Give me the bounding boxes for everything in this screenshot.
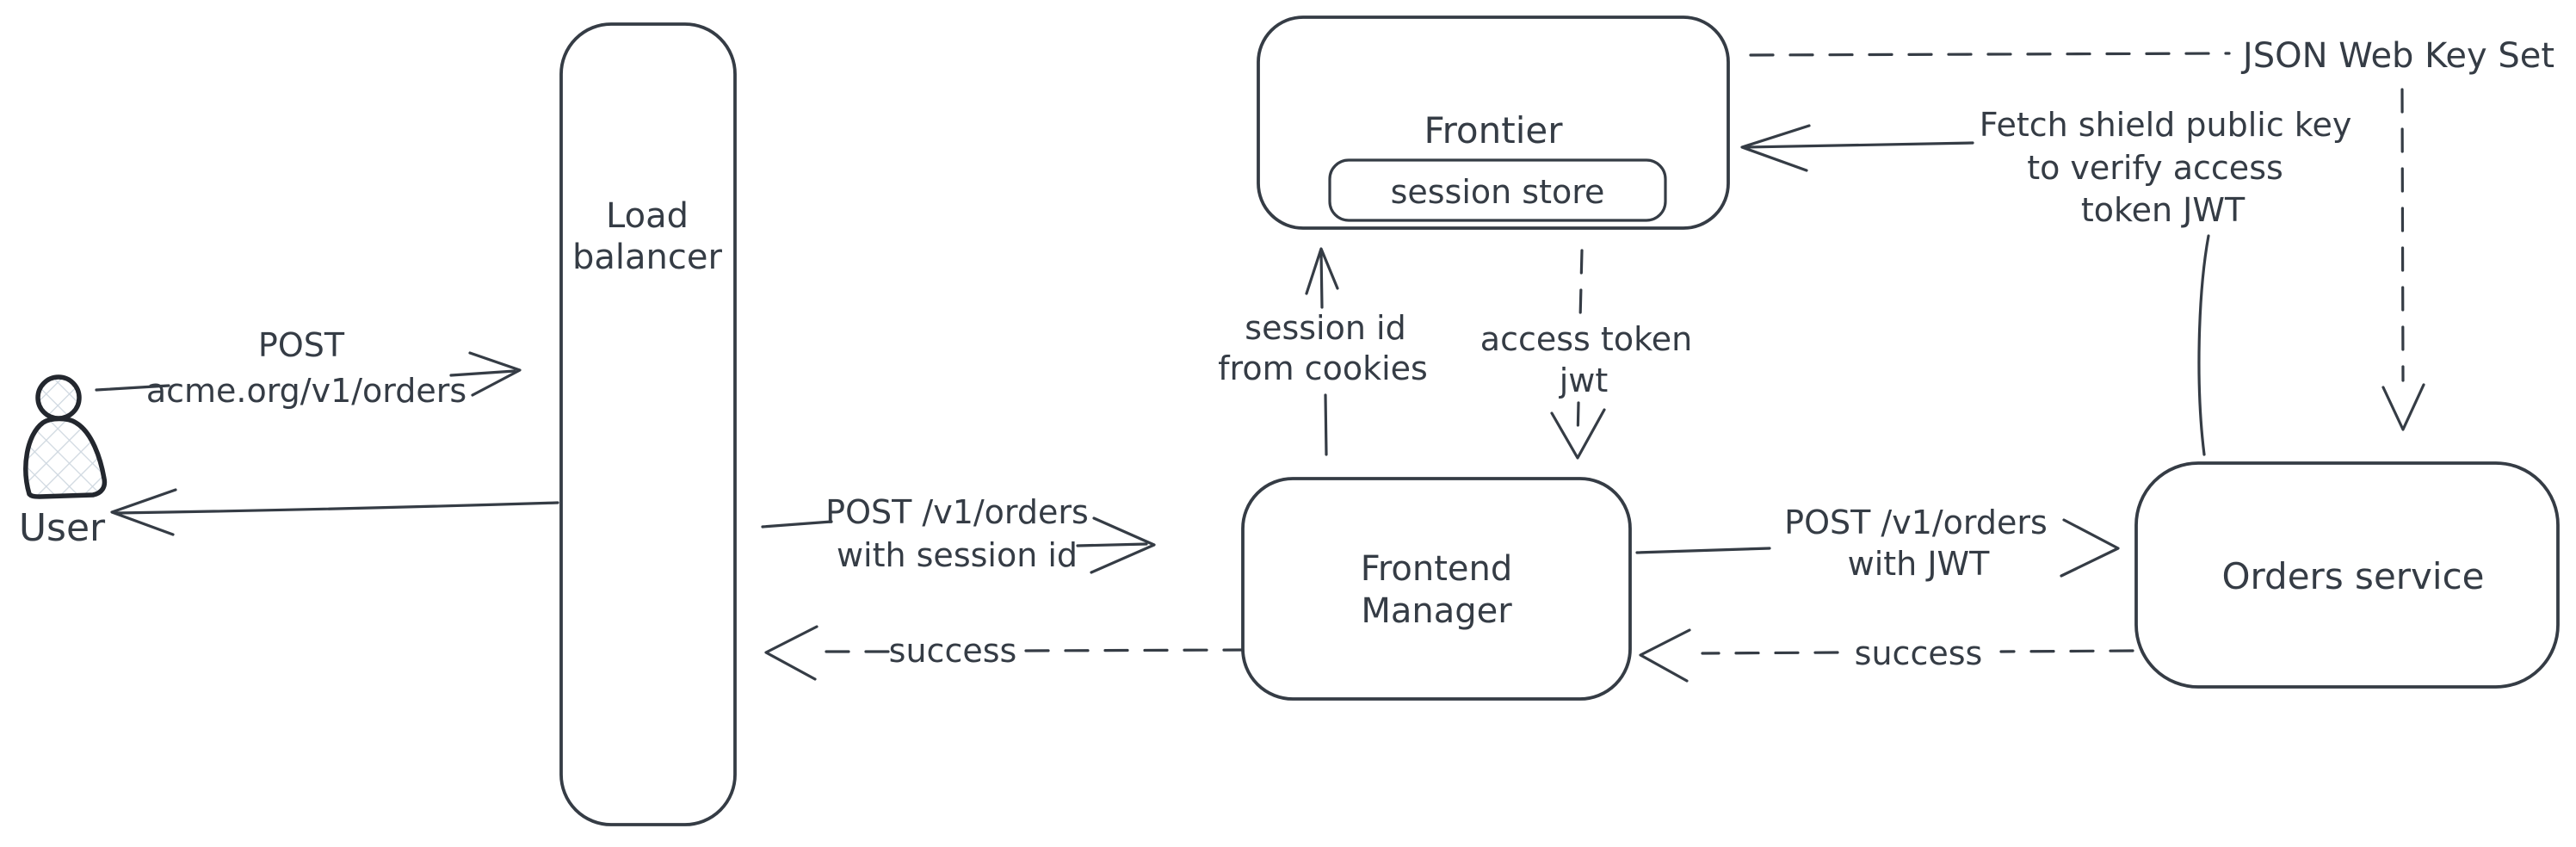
arrow-shaft [1745,141,1974,149]
edge-label-line1: session id [1245,309,1405,347]
edge-load-balancer-to-frontend-manager: POST /v1/orders with session id [761,493,1156,574]
edge-label: success [1855,634,1983,672]
load-balancer-node: Load balancer [559,22,737,826]
load-balancer-label-line1: Load [606,196,689,236]
edge-load-balancer-to-user [110,488,559,536]
orders-service-box [2134,461,2560,689]
dashed-shaft-right [1999,649,2134,653]
arrow-shaft [449,369,516,377]
arrowhead-left-icon [110,488,177,536]
dashed-shaft-right [1022,648,1248,652]
arrowhead-right-icon [468,351,522,397]
edge-label-line1: POST [258,326,345,364]
frontend-manager-label-line2: Manager [1361,591,1512,631]
edge-label: success [889,632,1017,670]
arrowhead-left-icon [764,625,819,681]
edge-orders-service-to-frontier: Fetch shield public key to verify access… [1740,106,2352,456]
edge-frontend-manager-to-frontier: session id from cookies [1218,247,1428,456]
orders-service-label: Orders service [2221,555,2484,597]
session-store-label: session store [1391,173,1605,211]
arrow-stub [1635,547,1771,554]
dashed-shaft-horizontal [1749,52,2231,57]
arrowhead-down-icon [2381,383,2425,431]
dashed-shaft-upper [1578,249,1584,321]
jwks-label: JSON Web Key Set [2240,36,2554,76]
edge-frontend-manager-to-orders-service: POST /v1/orders with JWT [1635,504,2120,583]
frontier-label: Frontier [1424,109,1563,151]
arrow-stub [95,384,170,392]
edge-label-line3: token JWT [2081,191,2246,229]
edge-label-line1: access token [1480,320,1692,358]
frontend-manager-label-line1: Frontend [1361,549,1513,589]
edge-label-line2: with session id [837,536,1078,574]
edge-orders-service-to-frontend-manager: success [1639,628,2134,683]
edge-label-line2: jwt [1559,362,1609,399]
arrow-shaft [115,501,559,515]
frontier-node: Frontier session store [1257,15,1730,230]
user-node: User [19,374,108,550]
user-label: User [19,506,106,550]
edge-label-line2: to verify access [2027,149,2283,187]
orders-service-node: Orders service [2134,461,2560,689]
dashed-shaft-vertical [2400,88,2405,382]
arrow-stub [761,520,833,529]
edge-label-line1: POST /v1/orders [825,493,1089,531]
edge-label-line2: from cookies [1218,349,1428,387]
edge-label-line1: POST /v1/orders [1784,504,2048,541]
frontend-manager-node: Frontend Manager [1241,477,1632,701]
edge-jwks-to-orders-service: JSON Web Key Set [1749,36,2554,431]
arrowhead-up-icon [1305,247,1339,295]
dashed-shaft-left [1701,651,1839,655]
arrowhead-right-icon [2060,518,2120,578]
edge-frontier-to-frontend-manager: access token jwt [1480,249,1692,460]
arrow-shaft-upper [1319,250,1324,309]
arrowhead-right-icon [1090,516,1156,574]
load-balancer-box [559,22,737,826]
user-icon-body [23,416,108,499]
arrow-shaft-lower [1324,393,1328,456]
edge-label-line2: with JWT [1848,545,1990,583]
frontend-manager-box [1241,477,1632,701]
edge-label-line2: acme.org/v1/orders [146,372,466,410]
arrow-tail-curve [2197,234,2210,456]
load-balancer-label-line2: balancer [572,238,722,277]
user-icon-head [35,374,82,421]
edge-frontend-manager-to-load-balancer: success [764,625,1248,681]
arrowhead-left-icon [1639,628,1691,683]
session-store-box [1328,158,1667,222]
arrowhead-left-icon [1740,124,1811,172]
arrow-shaft [1076,542,1148,547]
arrowhead-down-icon [1550,408,1606,460]
edge-user-to-load-balancer: POST acme.org/v1/orders [95,326,522,410]
edge-label-line1: Fetch shield public key [1980,106,2352,144]
